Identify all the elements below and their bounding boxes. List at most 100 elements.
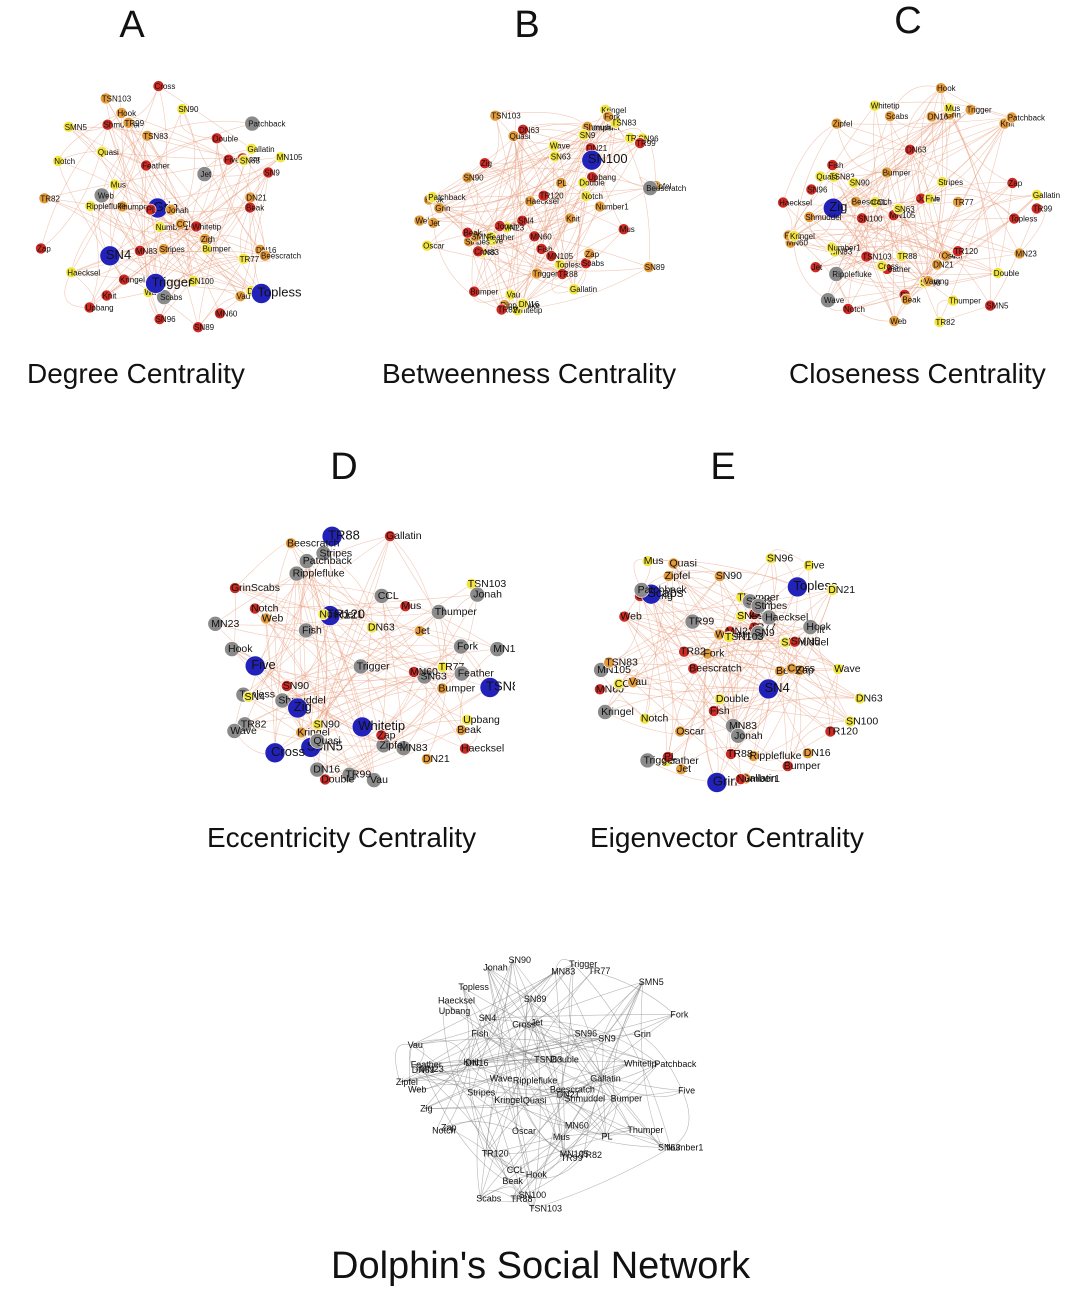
edge (414, 1061, 468, 1073)
node-tsn83-label: TSN83 (486, 679, 515, 694)
edge (436, 1063, 629, 1131)
node-kringel-label: Kringel (494, 1095, 522, 1105)
caption-degree-centrality: Degree Centrality (27, 358, 245, 389)
edge (485, 970, 593, 1154)
node-jet-label: Jet (812, 263, 823, 272)
node-whitetip-label: Whitetip (192, 222, 221, 231)
node-beescratch-label: Beescratch (261, 252, 301, 261)
node-dn16-marker (802, 747, 814, 759)
node-grinscabs-marker (229, 582, 241, 594)
edge (234, 587, 439, 616)
node-fork-label: Fork (604, 113, 621, 122)
node-beescratch-label: Beescratch (646, 184, 686, 193)
node-upbang-label: Upbang (463, 714, 500, 726)
node-topless-marker (251, 283, 272, 304)
edge (477, 200, 531, 252)
edge (793, 123, 837, 237)
edge (444, 1127, 511, 1171)
node-tr120-marker (952, 245, 964, 257)
node-smn5-label: SMN5 (791, 636, 820, 648)
edge (639, 595, 831, 732)
node-thumper-label: Thumper (949, 297, 981, 306)
edge (836, 182, 1013, 275)
node-dn16-label: DN16 (466, 1058, 489, 1068)
node-bumper-label: Bumper (203, 245, 231, 254)
node-upbang-label: Upbang (439, 1006, 471, 1016)
edge (493, 1078, 569, 1126)
node-topless-label: Topless (1010, 215, 1037, 224)
node-mn23-marker (1013, 247, 1026, 260)
node-tsn83-label: TSN83 (830, 173, 855, 182)
node-tr99-marker (684, 613, 701, 630)
node-mn83-label: MN83 (478, 248, 500, 257)
node-upbang-marker (83, 301, 96, 314)
node-ripplefluke-marker (288, 565, 305, 582)
node-gallatin-label: Gallatin (570, 285, 597, 294)
node-ccl-marker (175, 218, 187, 230)
edge (467, 1061, 561, 1095)
node-mus-label: Mus (111, 181, 126, 190)
edge (512, 959, 561, 1095)
node-thumper-marker (116, 200, 129, 213)
edge (578, 1033, 629, 1064)
node-tsn83-label: TSN83 (605, 657, 638, 669)
node-fish-label: Fish (828, 161, 843, 170)
node-tr88-label: TR88 (727, 748, 753, 760)
node-upbang-label: Upbang (921, 277, 949, 286)
node-jet-label: Jet (677, 763, 691, 775)
node-topless-label: Topless (257, 285, 302, 300)
node-five-marker (244, 655, 266, 677)
node-cross-label: Cross (512, 1019, 536, 1029)
node-tr99-marker (634, 137, 646, 149)
edge (306, 560, 466, 749)
node-number1-marker (594, 200, 606, 213)
node-sn96-label: SN96 (807, 186, 828, 195)
node-dn63-label: DN63 (906, 146, 927, 155)
edge (114, 122, 136, 185)
node-tr120-label: TR120 (826, 726, 858, 738)
edge (641, 589, 667, 762)
edge (44, 198, 266, 256)
node-kringel-marker (118, 273, 130, 286)
edge (254, 608, 468, 721)
node-fork-marker (701, 647, 714, 660)
node-fork-label: Fork (670, 1009, 689, 1019)
node-beescratch-label: Beescratch (550, 1084, 595, 1094)
node-scabs-label: Scabs (886, 112, 908, 121)
edge (522, 145, 555, 221)
node-scabs-label: Scabs (647, 585, 684, 600)
node-tr99-label: TR99 (689, 616, 715, 628)
node-dn21-marker (931, 258, 943, 271)
node-tsn103-label: TSN103 (862, 253, 892, 262)
node-patchback-marker (426, 191, 439, 203)
node-tsn83-marker (603, 656, 616, 669)
node-smn5-label: SMN5 (639, 977, 664, 987)
edge (399, 1061, 659, 1083)
edge (782, 123, 837, 203)
node-jonah-label: Jonah (167, 206, 189, 215)
node-beescratch-label: Beescratch (287, 537, 340, 549)
node-number1-label: Number1 (596, 203, 629, 212)
node-knit-label: Knit (1001, 120, 1016, 129)
edge (486, 967, 518, 1132)
node-sn90-marker (281, 680, 293, 692)
edge (809, 181, 943, 218)
node-mn23-label: MN23 (503, 223, 525, 232)
edge (624, 589, 833, 617)
edge (526, 1063, 629, 1101)
node-tr120-label: TR120 (482, 1149, 509, 1159)
edge (243, 172, 269, 259)
node-sn4-marker (99, 245, 121, 267)
node-cross-marker (785, 662, 798, 675)
edge (296, 573, 491, 688)
edge (432, 126, 588, 198)
edge (541, 160, 593, 249)
node-sn89-marker (642, 261, 655, 273)
edge (894, 218, 1015, 322)
panel-label-a: A (119, 4, 145, 46)
node-mus-marker (109, 178, 121, 191)
edge (419, 220, 649, 268)
edge (215, 573, 297, 625)
node-zipfel-marker (662, 570, 675, 582)
edge (480, 959, 513, 1199)
